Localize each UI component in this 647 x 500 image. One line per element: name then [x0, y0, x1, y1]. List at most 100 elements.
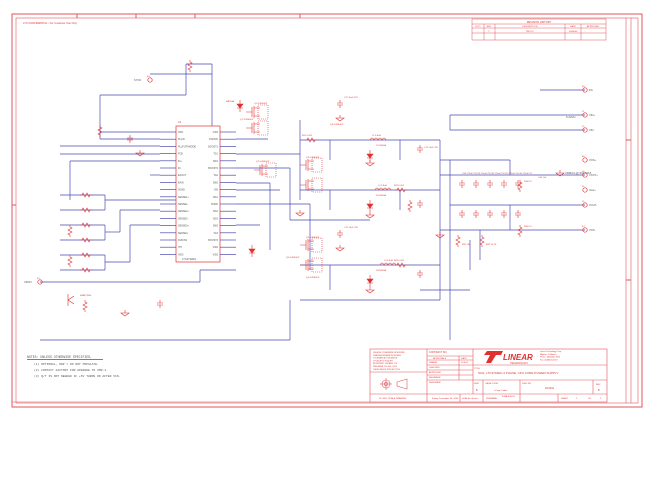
- component-label: Q3 Si7860DP: [306, 157, 320, 159]
- ic-right-pin-label: BG3: [213, 217, 218, 220]
- diode-symbol: [236, 100, 244, 112]
- component-label: Q1 Si7860DP: [254, 103, 268, 105]
- component-label: C11 10uF 25V: [344, 97, 358, 99]
- dwg-value: DC443A: [545, 387, 554, 390]
- ic-left-pin-label: SENSE3-: [178, 232, 188, 235]
- connector-ref: J4: [582, 186, 585, 188]
- connector-terminal: [582, 187, 588, 193]
- connector-terminal: [582, 227, 588, 233]
- component-label: R23 0.002: [394, 260, 405, 262]
- tolerance-line: THIRD ANGLE PROJECTION: [373, 368, 400, 371]
- component-label: Q5 Si7860DP: [286, 257, 300, 259]
- scale-label: SCALE=<Scale>: [462, 397, 479, 400]
- component-label: R21 0.002: [302, 135, 313, 137]
- connector-terminal: [582, 172, 588, 178]
- connector-ref: E5: [582, 86, 585, 88]
- linear-logo-icon: [484, 351, 503, 363]
- mosfet-symbol: [300, 239, 314, 251]
- connector-ref: J1: [582, 111, 585, 113]
- ic-left-pin-label: SENSE1+: [178, 196, 189, 199]
- connector-label: VIN+: [589, 113, 595, 117]
- rev-cell-rev: 2: [488, 31, 490, 33]
- size-value: B: [476, 389, 478, 392]
- component-label: C13 10uF 25V: [424, 147, 439, 149]
- company-name: LINEAR: [503, 353, 533, 362]
- connector-label: PG: [589, 88, 593, 92]
- connector-terminal: [582, 112, 588, 118]
- mosfet-symbol: [246, 106, 260, 118]
- filename-value: 443A-B.SCH: [502, 395, 515, 398]
- ground-symbol: [365, 160, 375, 167]
- component-label: Q8 Si7860DP: [330, 124, 344, 126]
- inductor-symbol: [379, 262, 397, 266]
- component-label: L2 0.8uH: [378, 185, 387, 187]
- connector-label: SYNC: [134, 78, 141, 82]
- component-label: R22 0.002: [394, 185, 405, 187]
- rev-cell-eco: -: [478, 31, 479, 33]
- revision-history-headers: ECO REV DESCRIPTION DATE APPROVED: [476, 25, 600, 28]
- mosfet-symbol: [300, 159, 314, 171]
- tolerance-line: UNLESS OTHERWISE SPECIFIED: [373, 352, 405, 354]
- ic-right-pin-label: VID4: [213, 246, 219, 249]
- rev-cell-approved: -: [585, 31, 586, 33]
- ic-left-pins: VID1PLLINPLLFLTR/MODEFCBIN+IN-EAOUTEAINS…: [160, 131, 196, 256]
- ic-left-pin-label: SENSE2-: [178, 217, 188, 220]
- note-item-1: (1) OPTIONAL, DNP = DO NOT POPULATE.: [34, 362, 99, 366]
- ground-symbol: [335, 245, 345, 252]
- resistor-symbol: [80, 237, 92, 243]
- capacitor-symbol: [473, 180, 479, 188]
- connector-ref: E6: [582, 156, 585, 158]
- component-label: C30 270uF 2V: [490, 173, 505, 175]
- date-label: DATE: [461, 357, 467, 360]
- ic-left-pin-label: PLLFLTR/MODE: [178, 145, 196, 148]
- note-item-2: (2) CONTACT FACTORY FOR UPGRADE TO VMR-1…: [34, 368, 108, 372]
- capacitor-symbol: [487, 210, 493, 218]
- of-label: OF: [588, 398, 592, 400]
- mosfet-symbol: [300, 179, 314, 191]
- mosfet-package: [311, 157, 323, 173]
- component-label: R33 8.2: [524, 181, 532, 183]
- ic-right-pin-label: VID2: [213, 131, 219, 134]
- resistor-symbol: [97, 125, 103, 137]
- ic-left-pin-label: IN-: [178, 167, 181, 170]
- mosfet-symbol: [300, 259, 314, 271]
- ic-left-pin-label: SENSE3+: [178, 225, 189, 228]
- approval-row-label: ENGINEER: [429, 377, 441, 379]
- capacitor-symbol: [501, 210, 507, 218]
- note-item-3: (3) Q/T IS NOT NEEDED IF +5V TURNS ON AF…: [34, 374, 121, 378]
- ground-symbol: [365, 212, 375, 219]
- connector-ref: E4: [147, 76, 150, 78]
- approval-row-label: APPROVED: [429, 371, 442, 374]
- ic-right-pin-label: VID3: [213, 253, 219, 256]
- ic-left-pin-label: RUN/SS: [178, 239, 187, 242]
- mosfet-symbol: [246, 122, 260, 134]
- rev-value: B: [598, 389, 600, 392]
- resistor-symbol: [517, 225, 523, 237]
- rev-header-approved: APPROVED: [587, 25, 600, 28]
- connector-label: VOUT+: [589, 173, 598, 177]
- filename-label: FILENAME: [486, 397, 497, 400]
- ic-left-pin-label: VID0: [178, 253, 184, 256]
- vin-range-label: 5-20Vin: [566, 115, 576, 119]
- resistor-symbol: [82, 300, 88, 312]
- resistor-symbol: [305, 137, 317, 143]
- capacitor-symbol: [127, 135, 133, 143]
- ic-ref: U1: [178, 120, 182, 124]
- drawn-date: 10-8-03: [461, 362, 469, 364]
- inductor-symbol: [369, 137, 387, 141]
- ic-left-pin-label: FCB: [178, 153, 183, 156]
- component-label: R31 100: [462, 244, 471, 246]
- ic-right-pin-label: SW2: [213, 181, 219, 184]
- capacitor-symbol: [459, 210, 465, 218]
- ic-left-pin-label: SENSE1-: [178, 203, 188, 206]
- capacitor-symbol: [417, 270, 423, 278]
- ground-symbol: [120, 310, 130, 317]
- diode-symbol: [366, 275, 374, 287]
- resistor-symbol: [80, 267, 92, 273]
- resistor-symbol: [80, 207, 92, 213]
- address-line: Milpitas, California: [540, 353, 557, 356]
- resistor-symbol: [80, 222, 92, 228]
- component-label: C28 270uF 2V: [462, 173, 477, 175]
- component-label: Q2 Si7860DP: [256, 161, 270, 163]
